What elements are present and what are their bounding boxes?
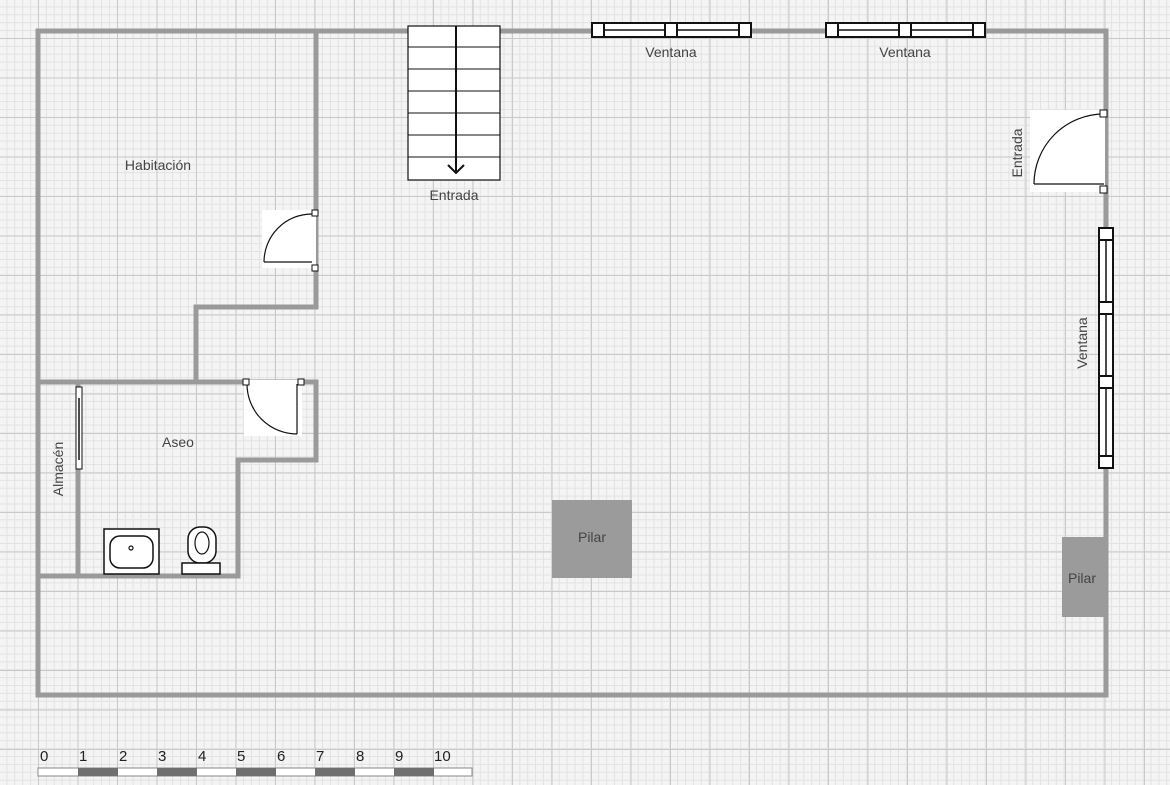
walls — [35, 28, 1109, 698]
scale-label: 3 — [158, 748, 166, 765]
room-label-habitacion: Habitación — [125, 157, 191, 173]
window-top-right — [825, 22, 986, 38]
sink-icon — [103, 528, 160, 575]
door-swing-icon — [1030, 109, 1108, 194]
pillar-label-center: Pilar — [578, 529, 606, 545]
pillar-center — [552, 500, 632, 578]
scale-label: 7 — [316, 748, 324, 765]
scale-label: 10 — [434, 748, 451, 765]
toilet-icon — [181, 526, 221, 575]
pillar-label-right: Pilar — [1068, 570, 1096, 586]
entrance-label-right: Entrada — [1009, 128, 1025, 177]
window-label-top-left: Ventana — [645, 44, 697, 60]
door-swing-icon — [242, 378, 305, 436]
sliding-door-icon — [75, 386, 83, 470]
door-swing-icon — [262, 209, 319, 272]
scale-label: 5 — [237, 748, 245, 765]
scale-label: 9 — [395, 748, 403, 765]
scale-label: 0 — [40, 748, 48, 765]
scale-label: 8 — [356, 748, 364, 765]
stairs-arrow-icon — [447, 164, 465, 175]
habitacion-wall — [193, 28, 319, 385]
scale-label: 1 — [79, 748, 87, 765]
scale-bar: 0 1 2 3 4 5 6 7 8 9 10 — [37, 748, 473, 777]
scale-label: 2 — [119, 748, 127, 765]
room-label-aseo: Aseo — [162, 434, 194, 450]
pillar-right — [1062, 537, 1106, 617]
window-top-left — [591, 22, 752, 38]
stairs — [407, 25, 501, 181]
scale-label: 4 — [198, 748, 206, 765]
room-label-almacen: Almacén — [50, 442, 66, 496]
window-label-right: Ventana — [1074, 317, 1090, 369]
window-right — [1098, 227, 1114, 469]
scale-label: 6 — [277, 748, 285, 765]
entrance-label-stairs: Entrada — [429, 187, 478, 203]
window-label-top-right: Ventana — [879, 44, 931, 60]
